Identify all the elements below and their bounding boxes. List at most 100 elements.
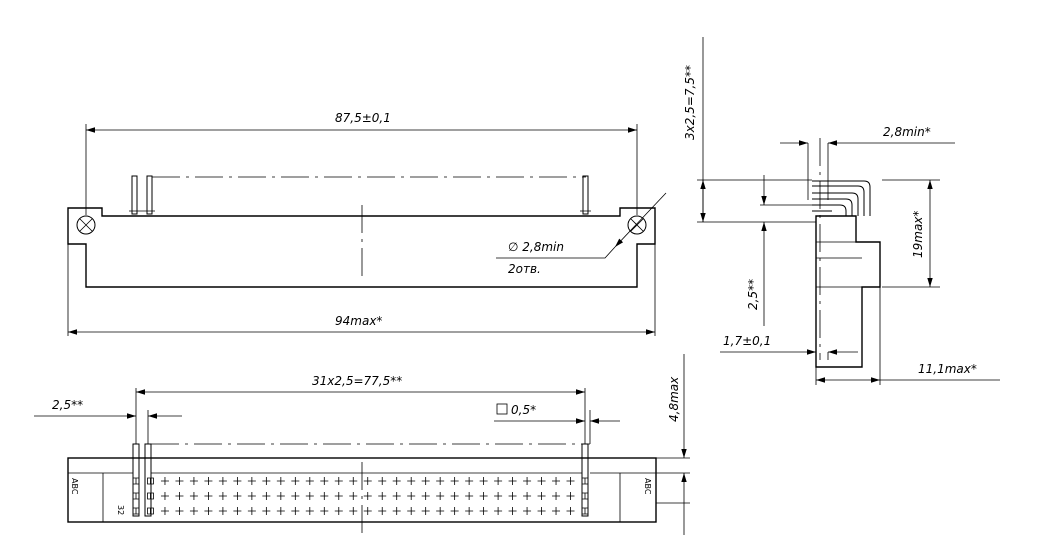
contact-mark <box>537 507 546 515</box>
contact-mark <box>537 492 546 500</box>
contact-mark <box>160 477 169 485</box>
contact-mark <box>552 507 561 515</box>
front-view: 87,5±0,1 94max* ∅ 2,8min 2отв. <box>67 111 667 336</box>
contact-mark <box>450 507 459 515</box>
contact-mark <box>566 507 575 515</box>
contact-mark <box>523 477 532 485</box>
contact-mark <box>450 492 459 500</box>
dim-87-5: 87,5±0,1 <box>335 111 391 125</box>
contact-mark <box>479 477 488 485</box>
contact-mark <box>363 507 372 515</box>
contact-mark <box>204 507 213 515</box>
contact-mark <box>494 477 503 485</box>
contact-mark <box>581 477 589 485</box>
contact-mark <box>407 492 416 500</box>
contact-mark <box>465 492 474 500</box>
contact-mark <box>537 477 546 485</box>
contact-mark <box>204 477 213 485</box>
dim-3x2-5: 3x2,5=7,5** <box>683 65 697 140</box>
contact-mark <box>392 492 401 500</box>
contact-mark <box>378 492 387 500</box>
dim-hole-count: 2отв. <box>508 262 541 276</box>
contact-mark <box>218 477 227 485</box>
contact-mark <box>291 492 300 500</box>
contact-mark <box>494 492 503 500</box>
contact-mark <box>247 492 256 500</box>
contact-mark <box>204 492 213 500</box>
pin <box>146 175 153 215</box>
contact-mark <box>566 477 575 485</box>
side-body-outline <box>815 215 881 368</box>
dim-2-5-left: 2,5** <box>52 398 83 412</box>
contact-mark <box>160 492 169 500</box>
contact-mark <box>334 507 343 515</box>
dim-2-8min: 2,8min* <box>883 125 931 139</box>
contact-mark <box>334 492 343 500</box>
contact-mark <box>262 507 271 515</box>
contact-mark <box>508 507 517 515</box>
contact-mark <box>523 507 532 515</box>
contact-mark <box>291 477 300 485</box>
contact-mark <box>305 507 314 515</box>
contact-mark <box>175 507 184 515</box>
contact-mark <box>363 477 372 485</box>
contact-mark <box>421 477 430 485</box>
contact-mark <box>305 477 314 485</box>
dim-hole-diameter: ∅ 2,8min <box>508 240 564 254</box>
contact-mark <box>407 477 416 485</box>
contact-mark <box>276 492 285 500</box>
contact-mark <box>233 507 242 515</box>
contact-mark <box>508 477 517 485</box>
contact-mark <box>132 477 140 485</box>
contact-mark <box>276 477 285 485</box>
contact-mark <box>436 477 445 485</box>
contact-mark <box>479 492 488 500</box>
contact-mark <box>508 492 517 500</box>
contact-mark <box>233 477 242 485</box>
contact-mark <box>378 507 387 515</box>
dim-2-5-side: 2,5** <box>746 279 760 310</box>
contact-mark <box>147 492 154 500</box>
contact-mark <box>247 477 256 485</box>
right-mounting-hole <box>627 215 647 235</box>
contact-mark <box>421 507 430 515</box>
contact-mark <box>523 492 532 500</box>
pin-number-label: 32 <box>116 505 125 515</box>
dim-0-5: 0,5* <box>511 403 536 417</box>
contact-mark <box>465 477 474 485</box>
contact-mark <box>392 477 401 485</box>
square-symbol <box>496 403 508 415</box>
contact-mark <box>189 507 198 515</box>
contact-mark <box>334 477 343 485</box>
contact-grid <box>132 477 589 515</box>
contact-mark <box>363 492 372 500</box>
contact-mark <box>436 507 445 515</box>
contact-mark <box>262 477 271 485</box>
dim-1-7: 1,7±0,1 <box>723 334 771 348</box>
contact-mark <box>320 477 329 485</box>
dim-94max: 94max* <box>335 314 382 328</box>
contact-mark <box>465 507 474 515</box>
contact-mark <box>218 507 227 515</box>
contact-mark <box>320 492 329 500</box>
dim-4-8max: 4,8max <box>667 376 681 422</box>
contact-mark <box>320 507 329 515</box>
contact-mark <box>276 507 285 515</box>
contact-mark <box>349 507 358 515</box>
contact-mark <box>147 477 154 485</box>
contact-mark <box>450 477 459 485</box>
contact-mark <box>291 507 300 515</box>
contact-mark <box>247 507 256 515</box>
contact-mark <box>262 492 271 500</box>
contact-mark <box>233 492 242 500</box>
contact-mark <box>436 492 445 500</box>
front-body-outline <box>67 207 656 288</box>
contact-mark <box>552 477 561 485</box>
contact-mark <box>349 477 358 485</box>
contact-mark <box>566 492 575 500</box>
contact-mark <box>581 492 589 500</box>
right-row-letters: ABC <box>643 478 652 495</box>
left-row-letters: ABC <box>70 478 79 495</box>
contact-mark <box>378 477 387 485</box>
contact-mark <box>175 492 184 500</box>
